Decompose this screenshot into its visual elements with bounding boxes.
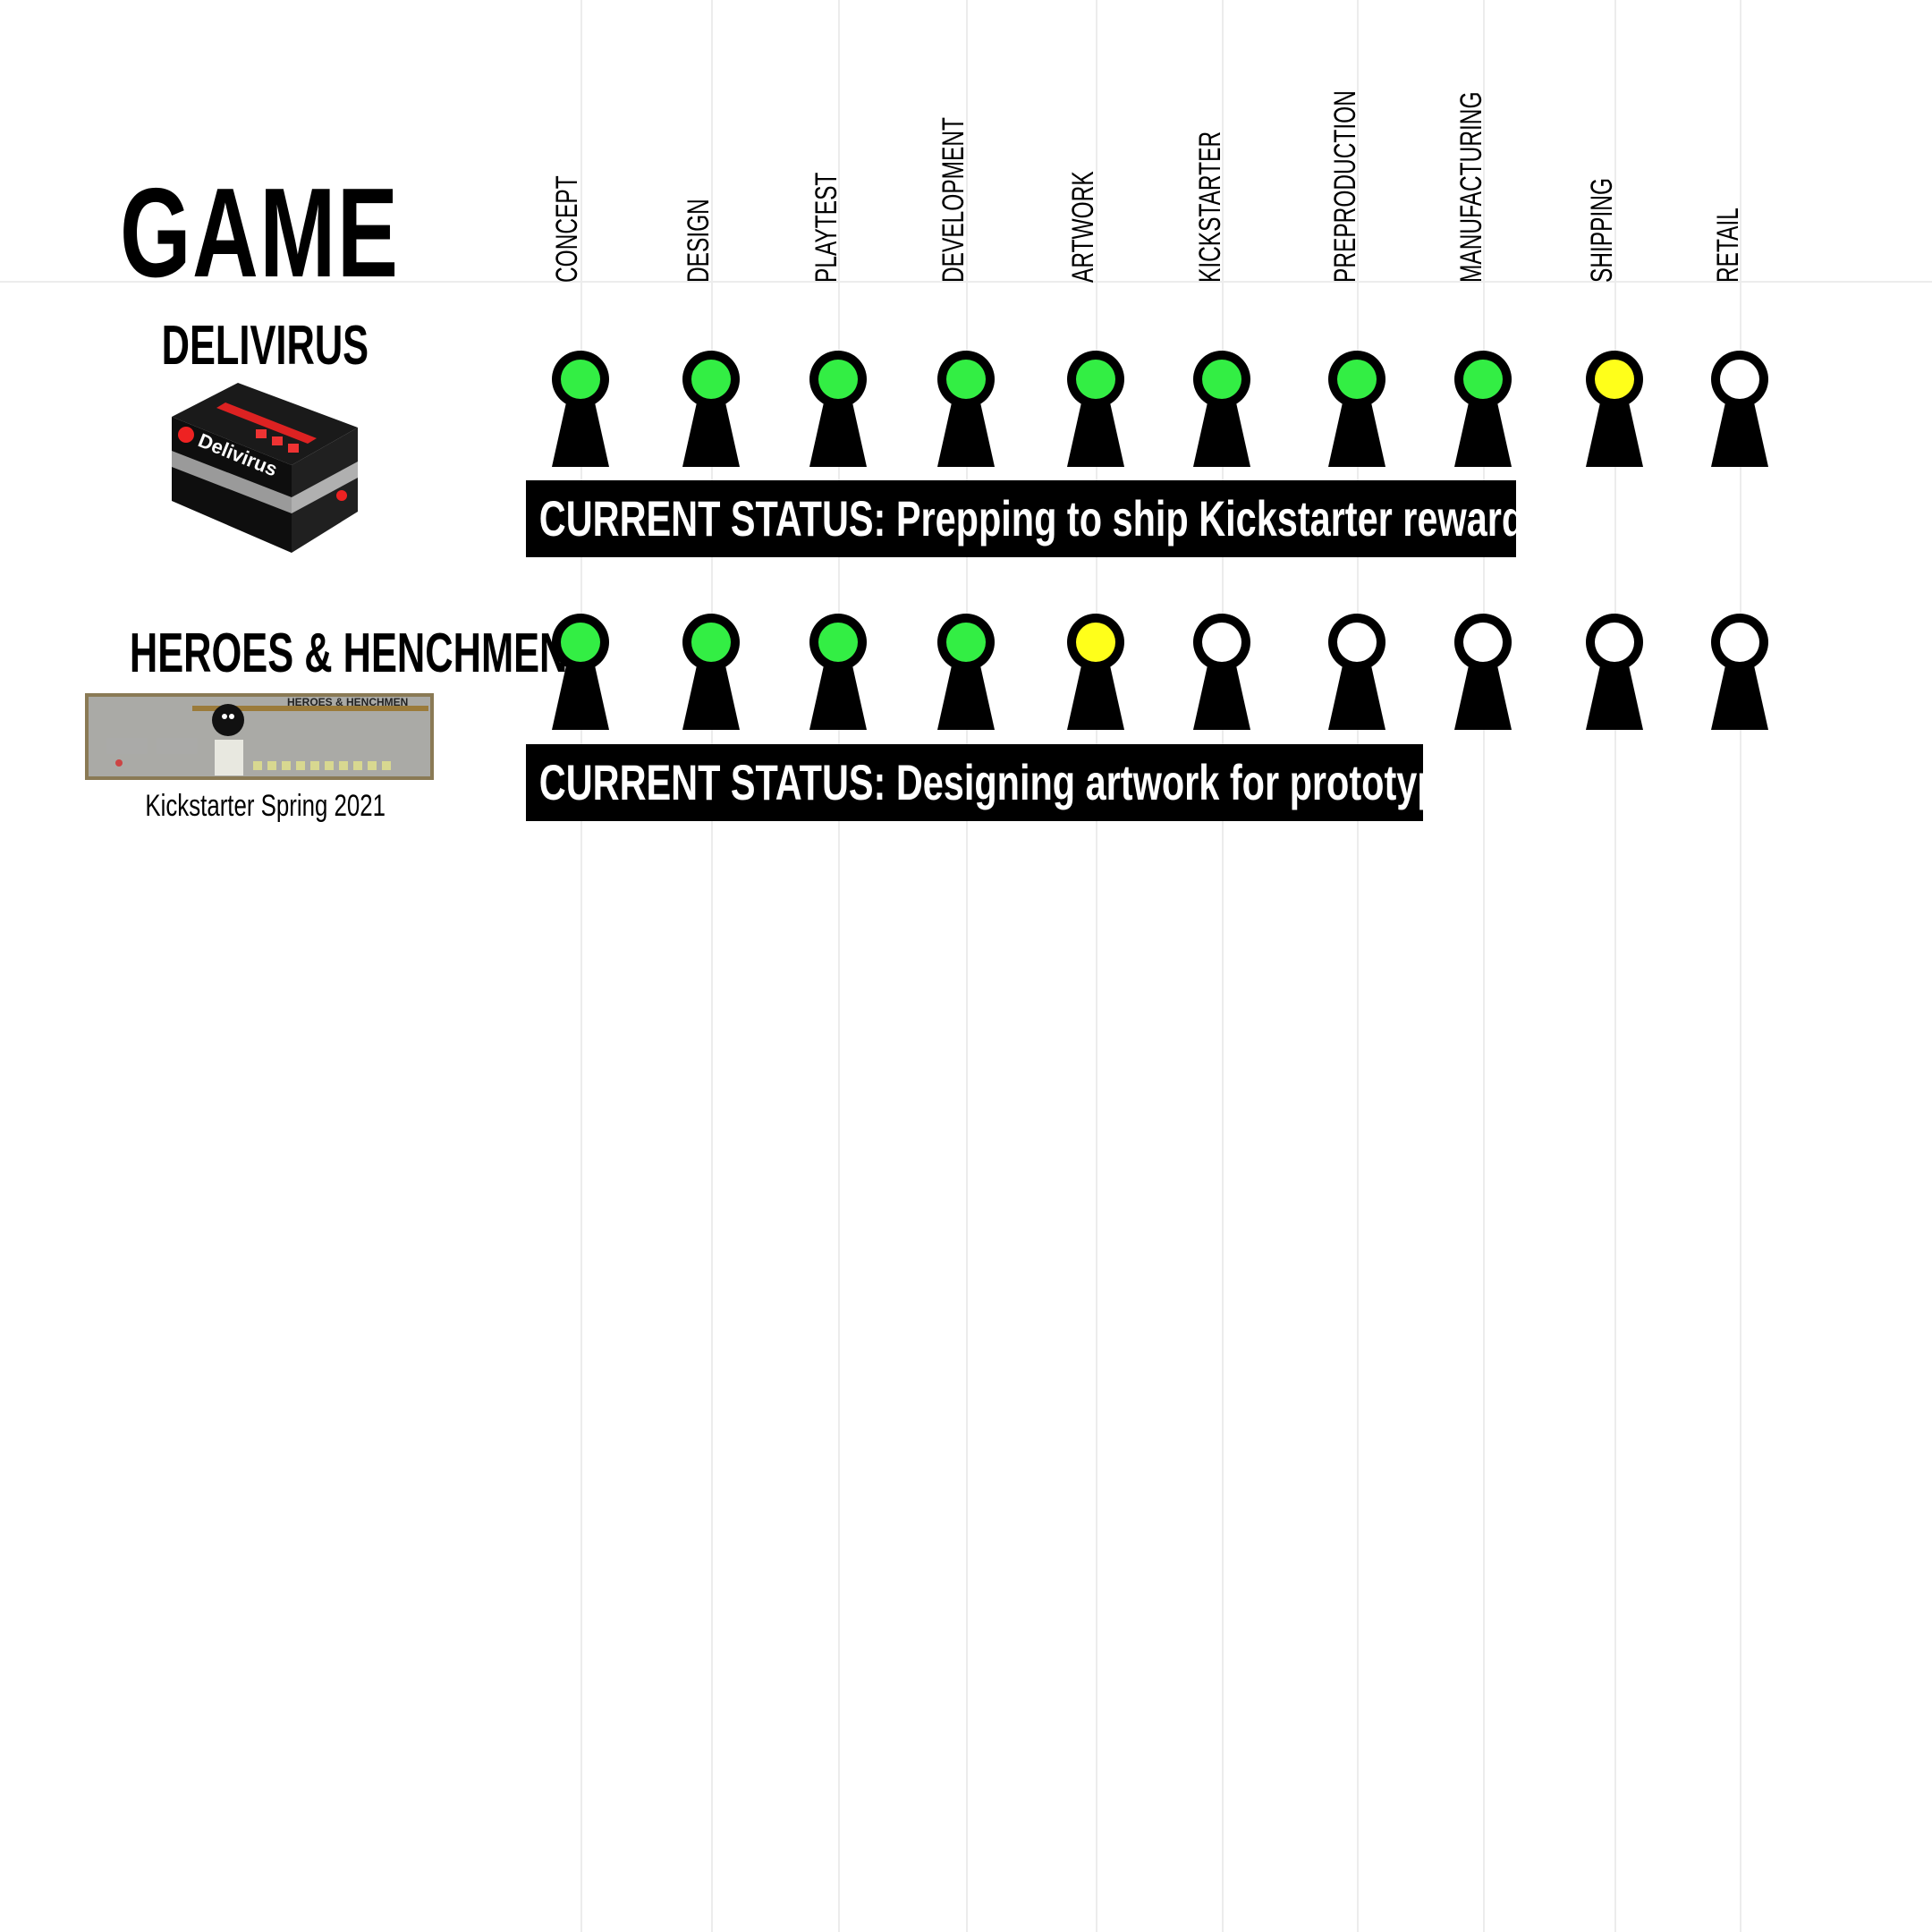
status-indicator bbox=[1076, 360, 1115, 399]
stage-label-artwork: ARTWORK bbox=[1066, 171, 1100, 283]
status-indicator bbox=[1202, 623, 1241, 662]
grid-line bbox=[1483, 0, 1485, 1932]
status-indicator bbox=[1337, 623, 1377, 662]
game-caption-heroes-henchmen: Kickstarter Spring 2021 bbox=[145, 789, 386, 823]
status-indicator bbox=[1720, 360, 1759, 399]
status-indicator bbox=[1595, 623, 1634, 662]
status-bar-delivirus: CURRENT STATUS: Prepping to ship Kicksta… bbox=[526, 480, 1516, 557]
status-pawn-concept bbox=[552, 614, 609, 730]
stage-label-playtest: PLAYTEST bbox=[809, 172, 843, 283]
status-pawn-artwork bbox=[1067, 614, 1124, 730]
status-pawn-artwork bbox=[1067, 351, 1124, 467]
status-pawn-preproduction bbox=[1328, 351, 1385, 467]
grid-line bbox=[580, 0, 582, 1932]
status-indicator bbox=[946, 623, 986, 662]
status-pawn-manufacturing bbox=[1454, 351, 1512, 467]
heroes-henchmen-board-title: HEROES & HENCHMEN bbox=[287, 696, 408, 708]
status-pawn-concept bbox=[552, 351, 609, 467]
heroes-henchmen-board-image: HEROES & HENCHMEN bbox=[85, 693, 434, 780]
page-title: GAME bbox=[120, 162, 400, 304]
status-pawn-development bbox=[937, 351, 995, 467]
stage-label-preproduction: PREPRODUCTION bbox=[1328, 90, 1362, 283]
status-indicator bbox=[1463, 623, 1503, 662]
status-indicator bbox=[691, 360, 731, 399]
status-indicator bbox=[1337, 360, 1377, 399]
grid-line bbox=[711, 0, 713, 1932]
header-divider bbox=[0, 281, 1932, 283]
status-indicator bbox=[946, 360, 986, 399]
stage-label-manufacturing: MANUFACTURING bbox=[1454, 91, 1488, 283]
status-indicator bbox=[1076, 623, 1115, 662]
status-indicator bbox=[561, 623, 600, 662]
grid-line bbox=[1357, 0, 1359, 1932]
status-bar-heroes-henchmen: CURRENT STATUS: Designing artwork for pr… bbox=[526, 744, 1423, 821]
grid-line bbox=[966, 0, 968, 1932]
status-pawn-playtest bbox=[809, 351, 867, 467]
status-pawn-kickstarter bbox=[1193, 614, 1250, 730]
status-indicator bbox=[561, 360, 600, 399]
stage-label-shipping: SHIPPING bbox=[1585, 178, 1619, 283]
stage-label-concept: CONCEPT bbox=[550, 175, 584, 283]
status-pawn-retail bbox=[1711, 614, 1768, 730]
status-indicator bbox=[1595, 360, 1634, 399]
stage-label-development: DEVELOPMENT bbox=[936, 116, 970, 283]
status-pawn-shipping bbox=[1586, 351, 1643, 467]
grid-line bbox=[1740, 0, 1741, 1932]
status-indicator bbox=[691, 623, 731, 662]
game-name-delivirus: DELIVIRUS bbox=[161, 315, 369, 377]
delivirus-box-image: Delivirus bbox=[172, 383, 358, 553]
grid-line bbox=[838, 0, 840, 1932]
grid-line bbox=[1614, 0, 1616, 1932]
status-pawn-preproduction bbox=[1328, 614, 1385, 730]
game-name-heroes-henchmen: HEROES & HENCHMEN bbox=[129, 623, 568, 684]
status-indicator bbox=[818, 360, 858, 399]
status-indicator bbox=[818, 623, 858, 662]
status-pawn-development bbox=[937, 614, 995, 730]
status-pawn-design bbox=[682, 614, 740, 730]
status-indicator bbox=[1463, 360, 1503, 399]
grid-line bbox=[1096, 0, 1097, 1932]
status-pawn-kickstarter bbox=[1193, 351, 1250, 467]
status-pawn-design bbox=[682, 351, 740, 467]
status-indicator bbox=[1720, 623, 1759, 662]
status-indicator bbox=[1202, 360, 1241, 399]
stage-label-retail: RETAIL bbox=[1711, 208, 1745, 283]
status-pawn-playtest bbox=[809, 614, 867, 730]
status-pawn-shipping bbox=[1586, 614, 1643, 730]
status-pawn-retail bbox=[1711, 351, 1768, 467]
status-pawn-manufacturing bbox=[1454, 614, 1512, 730]
grid-line bbox=[1222, 0, 1224, 1932]
stage-label-kickstarter: KICKSTARTER bbox=[1193, 131, 1227, 283]
stage-label-design: DESIGN bbox=[682, 199, 716, 283]
